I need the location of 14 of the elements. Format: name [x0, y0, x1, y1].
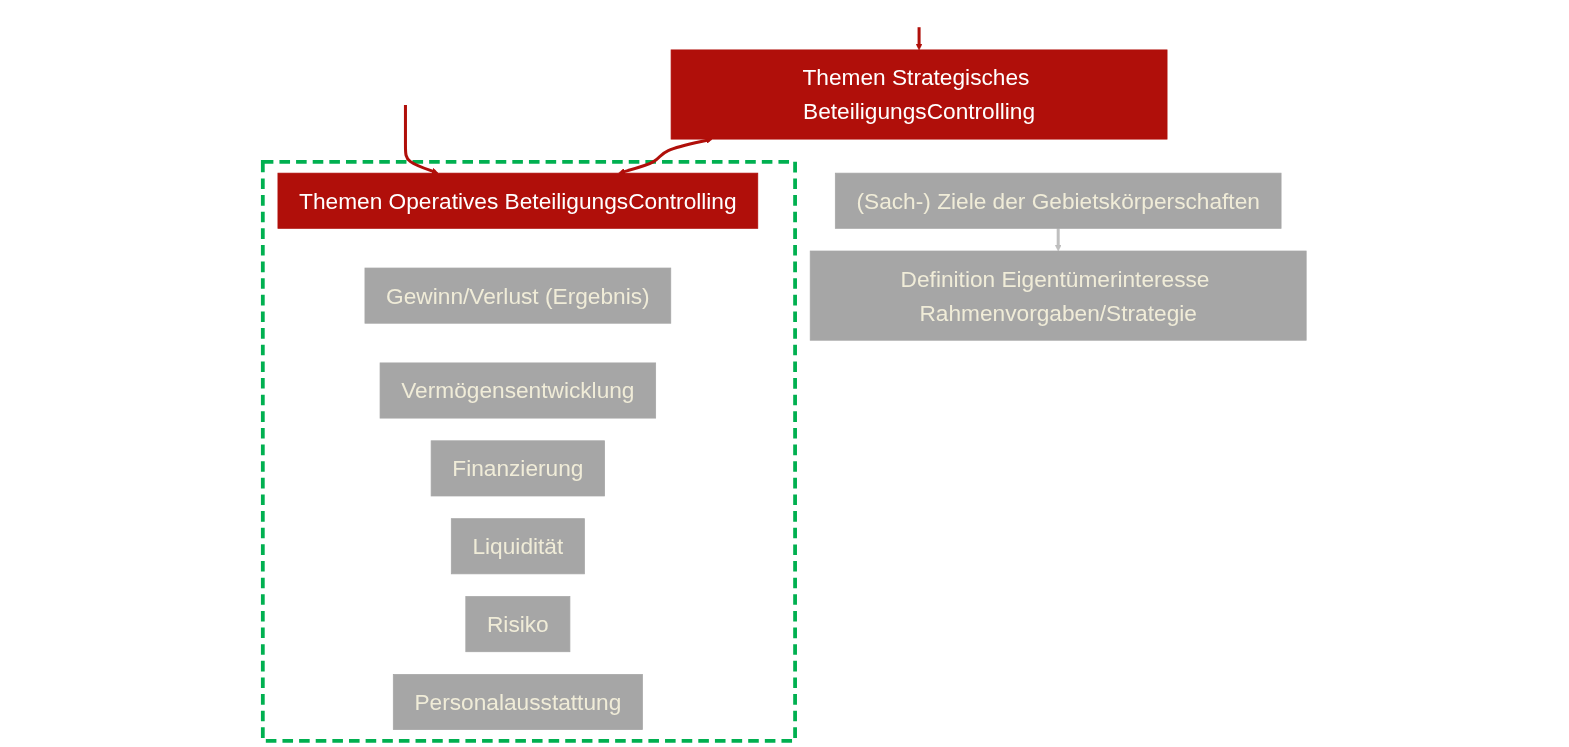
node-box: Liquidität — [450, 518, 585, 575]
cluster — [260, 159, 797, 743]
arrow — [1054, 228, 1062, 252]
node-box: Finanzierung — [430, 440, 605, 497]
arrow — [915, 27, 923, 51]
node-box: (Sach-) Ziele der Gebietskörperschaften — [834, 172, 1282, 229]
node-box: Gewinn/Verlust (Ergebnis) — [364, 267, 672, 324]
arrow — [403, 105, 439, 175]
node-box: Personalausstattung — [392, 674, 643, 730]
node-box: Risiko — [465, 596, 571, 653]
node-box: Themen Operatives BeteiligungsControlling — [277, 172, 759, 229]
node-box: Themen Strategisches BeteiligungsControlling — [670, 49, 1168, 140]
node-box: Definition Eigentümerinteresse Rahmenvorgaben/Strategie — [809, 250, 1307, 341]
node-box: Vermögensentwicklung — [379, 362, 657, 419]
